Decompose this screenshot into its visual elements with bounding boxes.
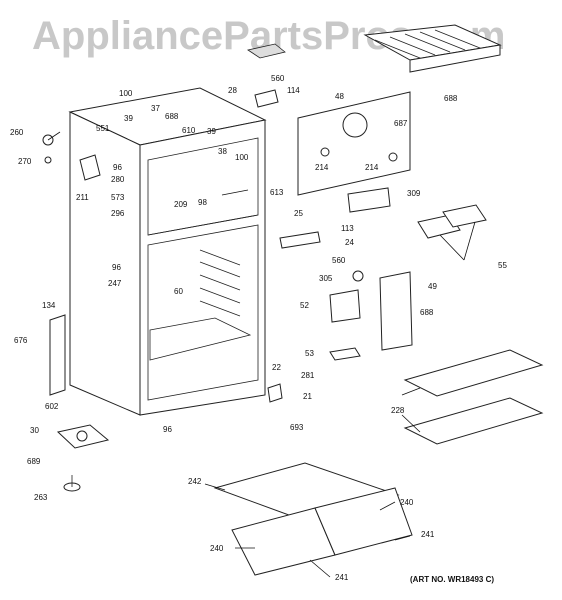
bushing-part[interactable] — [44, 156, 52, 164]
leader-lines — [47, 131, 476, 578]
part-label: 687 — [394, 119, 408, 128]
part-label: 25 — [294, 209, 303, 218]
side-panel-part[interactable] — [49, 314, 66, 396]
control-panel-part[interactable] — [297, 91, 411, 196]
leveling-bracket-part[interactable] — [56, 424, 110, 449]
bracket-part[interactable] — [279, 231, 321, 249]
part-label: 98 — [198, 198, 207, 207]
part-label: 39 — [124, 114, 133, 123]
refrigerator-cabinet — [68, 87, 267, 416]
part-label: 28 — [228, 86, 237, 95]
freezer-shelf-frame-part[interactable] — [363, 24, 502, 73]
part-label: 240 — [210, 544, 224, 553]
crisper-drawer-part[interactable] — [231, 487, 413, 576]
part-label: 214 — [365, 163, 379, 172]
part-label: 96 — [112, 263, 121, 272]
filter-part[interactable] — [347, 187, 391, 213]
part-label: 688 — [165, 112, 179, 121]
part-label: 214 — [315, 163, 329, 172]
part-label: 52 — [300, 301, 309, 310]
shelf-support-part[interactable] — [329, 347, 361, 361]
part-label: 560 — [271, 74, 285, 83]
part-label: 260 — [10, 128, 24, 137]
part-label: 247 — [108, 279, 122, 288]
part-label: 134 — [42, 301, 56, 310]
part-label: 100 — [119, 89, 133, 98]
part-label: 49 — [428, 282, 437, 291]
part-label: 240 — [400, 498, 414, 507]
air-duct-part[interactable] — [379, 271, 413, 351]
part-label: 24 — [345, 238, 354, 247]
ice-tray-part[interactable] — [417, 204, 487, 239]
part-label: 610 — [182, 126, 196, 135]
part-label: 96 — [163, 425, 172, 434]
leveling-leg-part[interactable] — [63, 475, 81, 492]
part-label: 113 — [341, 224, 354, 233]
part-label: 60 — [174, 287, 183, 296]
part-label: 263 — [34, 493, 48, 502]
refrigerator-shelf-part[interactable] — [403, 349, 544, 445]
part-labels: 100 37 39 551 688 610 39 38 100 260 270 … — [10, 74, 507, 582]
part-label: 613 — [270, 188, 284, 197]
part-label: 55 — [498, 261, 507, 270]
part-label: 309 — [407, 189, 421, 198]
part-label: 280 — [111, 175, 125, 184]
part-label: 296 — [111, 209, 125, 218]
part-label: 693 — [290, 423, 304, 432]
part-label: 560 — [332, 256, 346, 265]
part-label: 281 — [301, 371, 315, 380]
part-label: 270 — [18, 157, 32, 166]
top-hinge-part[interactable] — [254, 89, 279, 108]
part-label: 551 — [96, 124, 110, 133]
hinge-bracket-part[interactable] — [79, 154, 101, 181]
part-label: 53 — [305, 349, 314, 358]
part-label: 241 — [335, 573, 349, 582]
part-label: 228 — [391, 406, 405, 415]
part-label: 37 — [151, 104, 160, 113]
part-label: 22 — [272, 363, 281, 372]
part-label: 602 — [45, 402, 59, 411]
cam-part[interactable] — [352, 270, 364, 282]
hinge-cover-part[interactable] — [246, 43, 286, 59]
part-label: 38 — [218, 147, 227, 156]
part-label: 30 — [30, 426, 39, 435]
part-label: 39 — [207, 127, 216, 136]
part-label: 48 — [335, 92, 344, 101]
part-label: 241 — [421, 530, 435, 539]
part-label: 688 — [444, 94, 458, 103]
part-label: 96 — [113, 163, 122, 172]
part-label: 689 — [27, 457, 41, 466]
part-label: 688 — [420, 308, 434, 317]
part-label: 305 — [319, 274, 333, 283]
bottom-hinge-part[interactable] — [267, 383, 283, 403]
part-label: 676 — [14, 336, 28, 345]
part-label: 573 — [111, 193, 125, 202]
art-number: (ART NO. WR18493 C) — [410, 575, 495, 584]
part-label: 209 — [174, 200, 188, 209]
part-label: 242 — [188, 477, 202, 486]
part-label: 114 — [287, 86, 300, 95]
damper-part[interactable] — [329, 289, 361, 323]
part-label: 211 — [76, 193, 89, 202]
part-label: 100 — [235, 153, 249, 162]
part-label: 21 — [303, 392, 312, 401]
